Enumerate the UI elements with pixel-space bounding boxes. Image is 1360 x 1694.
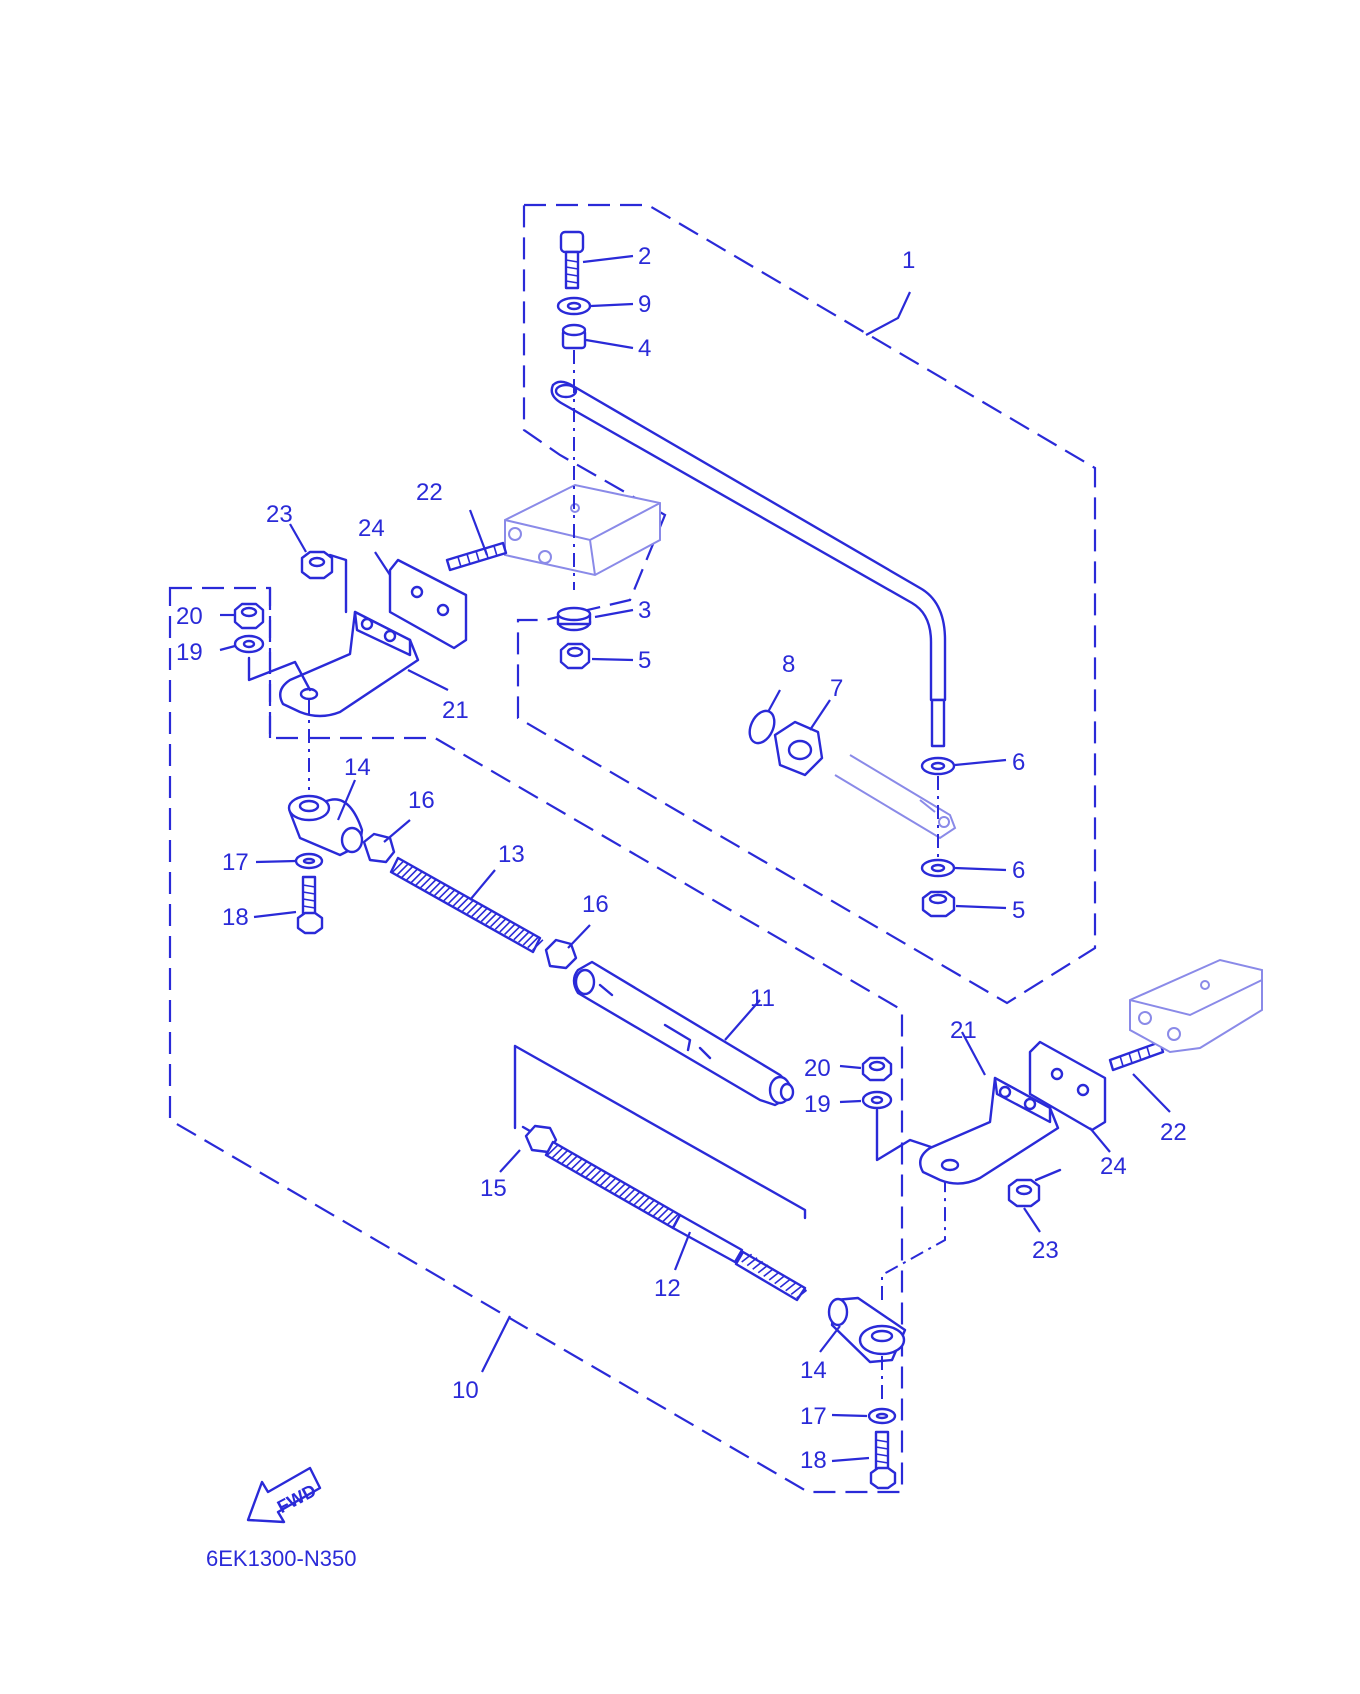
washer-3 [556, 606, 592, 632]
washer-19-left [233, 634, 265, 654]
callout-6-lower: 6 [1012, 857, 1025, 884]
callout-8: 8 [782, 651, 795, 678]
washer-6-lower [920, 858, 956, 878]
callout-leaders [219, 254, 1171, 1463]
collar-4 [561, 323, 587, 350]
bracket-21-left [279, 610, 420, 718]
bolt-22-right [1108, 1040, 1165, 1072]
leader-23-24-left [328, 553, 348, 614]
centerline-right-bracket [881, 1170, 946, 1300]
callout-numbers: 1 2 9 4 3 5 8 7 6 6 5 22 23 24 20 19 21 … [176, 243, 1187, 1474]
threaded-rod-12 [544, 1140, 808, 1302]
callout-21-left: 21 [442, 697, 469, 724]
leader-19-20-right [875, 1108, 942, 1162]
callout-14-right: 14 [800, 1357, 827, 1384]
nut-5-upper [559, 642, 591, 670]
leader-23-right [1034, 1168, 1062, 1182]
callout-6-upper: 6 [1012, 749, 1025, 776]
callout-12: 12 [654, 1275, 681, 1302]
bolt-2 [559, 230, 585, 290]
callout-7: 7 [830, 675, 843, 702]
mount-block-right [1129, 958, 1263, 1054]
callout-18-right: 18 [800, 1447, 827, 1474]
callout-1: 1 [902, 247, 915, 274]
callout-17-left: 17 [222, 849, 249, 876]
washer-17-left [294, 852, 324, 870]
washer-19-right [861, 1090, 893, 1110]
callout-15: 15 [480, 1175, 507, 1202]
callout-20-right: 20 [804, 1055, 831, 1082]
washer-9 [556, 296, 592, 316]
callout-24-left: 24 [358, 515, 385, 542]
rod-end-14-right [827, 1296, 907, 1364]
callout-14-left: 14 [344, 754, 371, 781]
callout-21-right: 21 [950, 1017, 977, 1044]
callout-11: 11 [750, 985, 775, 1012]
callout-24-right: 24 [1100, 1153, 1127, 1180]
threaded-rod-13 [389, 856, 544, 954]
callout-22-left: 22 [416, 479, 443, 506]
callout-17-right: 17 [800, 1403, 827, 1430]
callout-23-right: 23 [1032, 1237, 1059, 1264]
nut-23-right [1007, 1178, 1041, 1208]
fwd-arrow-icon: FWD [246, 1466, 322, 1524]
callout-2: 2 [638, 243, 651, 270]
bolt-18-right [869, 1430, 897, 1490]
tube-11 [572, 960, 795, 1107]
plate-24-left [388, 558, 468, 650]
nut-5-lower [921, 890, 956, 918]
washer-6-upper [920, 756, 956, 776]
lower-arm-ghost [834, 754, 957, 840]
callout-5-upper: 5 [638, 647, 651, 674]
callout-13: 13 [498, 841, 525, 868]
callout-18-left: 18 [222, 904, 249, 931]
mount-block-upper [504, 483, 661, 577]
callout-9: 9 [638, 291, 651, 318]
callout-22-right: 22 [1160, 1119, 1187, 1146]
diagram-code: 6EK1300-N350 [206, 1546, 356, 1571]
callout-10: 10 [452, 1377, 479, 1404]
group-1-boundary [516, 203, 1097, 1005]
nut-20-left [233, 602, 265, 630]
callout-5-lower: 5 [1012, 897, 1025, 924]
rod-end-14-left [287, 794, 364, 857]
nut-23-left [300, 550, 334, 580]
leader-19-20-left [247, 656, 312, 692]
callout-20-left: 20 [176, 603, 203, 630]
nut-15 [524, 1124, 558, 1154]
bracket-21-right [919, 1076, 1060, 1185]
bolt-22-left [445, 541, 508, 572]
steering-arm [550, 380, 947, 748]
callout-19-left: 19 [176, 639, 203, 666]
o-ring-8 [748, 709, 776, 745]
washer-17-right [867, 1407, 897, 1425]
nut-7 [773, 720, 824, 777]
callout-19-right: 19 [804, 1091, 831, 1118]
callout-16-left: 16 [408, 787, 435, 814]
callout-3: 3 [638, 597, 651, 624]
callout-23-left: 23 [266, 501, 293, 528]
bolt-18-left [296, 875, 324, 935]
callout-16-middle: 16 [582, 891, 609, 918]
nut-20-right [861, 1056, 893, 1082]
callout-4: 4 [638, 335, 651, 362]
